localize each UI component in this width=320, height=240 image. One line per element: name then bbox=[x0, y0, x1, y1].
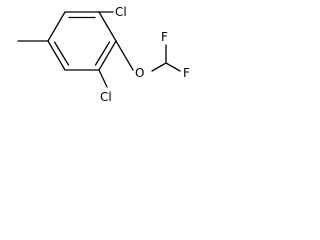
chlorine-top-label: Cl bbox=[115, 5, 127, 19]
fluorine-right-label: F bbox=[183, 66, 190, 80]
molecule-structure-diagram: Cl Cl O F F bbox=[17, 5, 190, 104]
fluorine-top-label: F bbox=[161, 30, 168, 44]
ring-bond-c6-c1 bbox=[47, 11, 66, 42]
ring-double-bond-left bbox=[53, 41, 70, 66]
ring-bond-c5-c6 bbox=[47, 40, 66, 71]
bond-c3-o bbox=[115, 40, 134, 71]
bond-ch-f-right bbox=[165, 62, 181, 72]
ring-bond-c3-c4 bbox=[98, 40, 117, 71]
ring-double-bond-right bbox=[94, 41, 111, 66]
bond-o-ch bbox=[151, 62, 167, 72]
oxygen-label: O bbox=[135, 66, 144, 80]
chlorine-bottom-label: Cl bbox=[100, 90, 112, 104]
ring-bond-c2-c3 bbox=[98, 11, 117, 42]
bond-c4-cl-bottom bbox=[98, 69, 108, 88]
